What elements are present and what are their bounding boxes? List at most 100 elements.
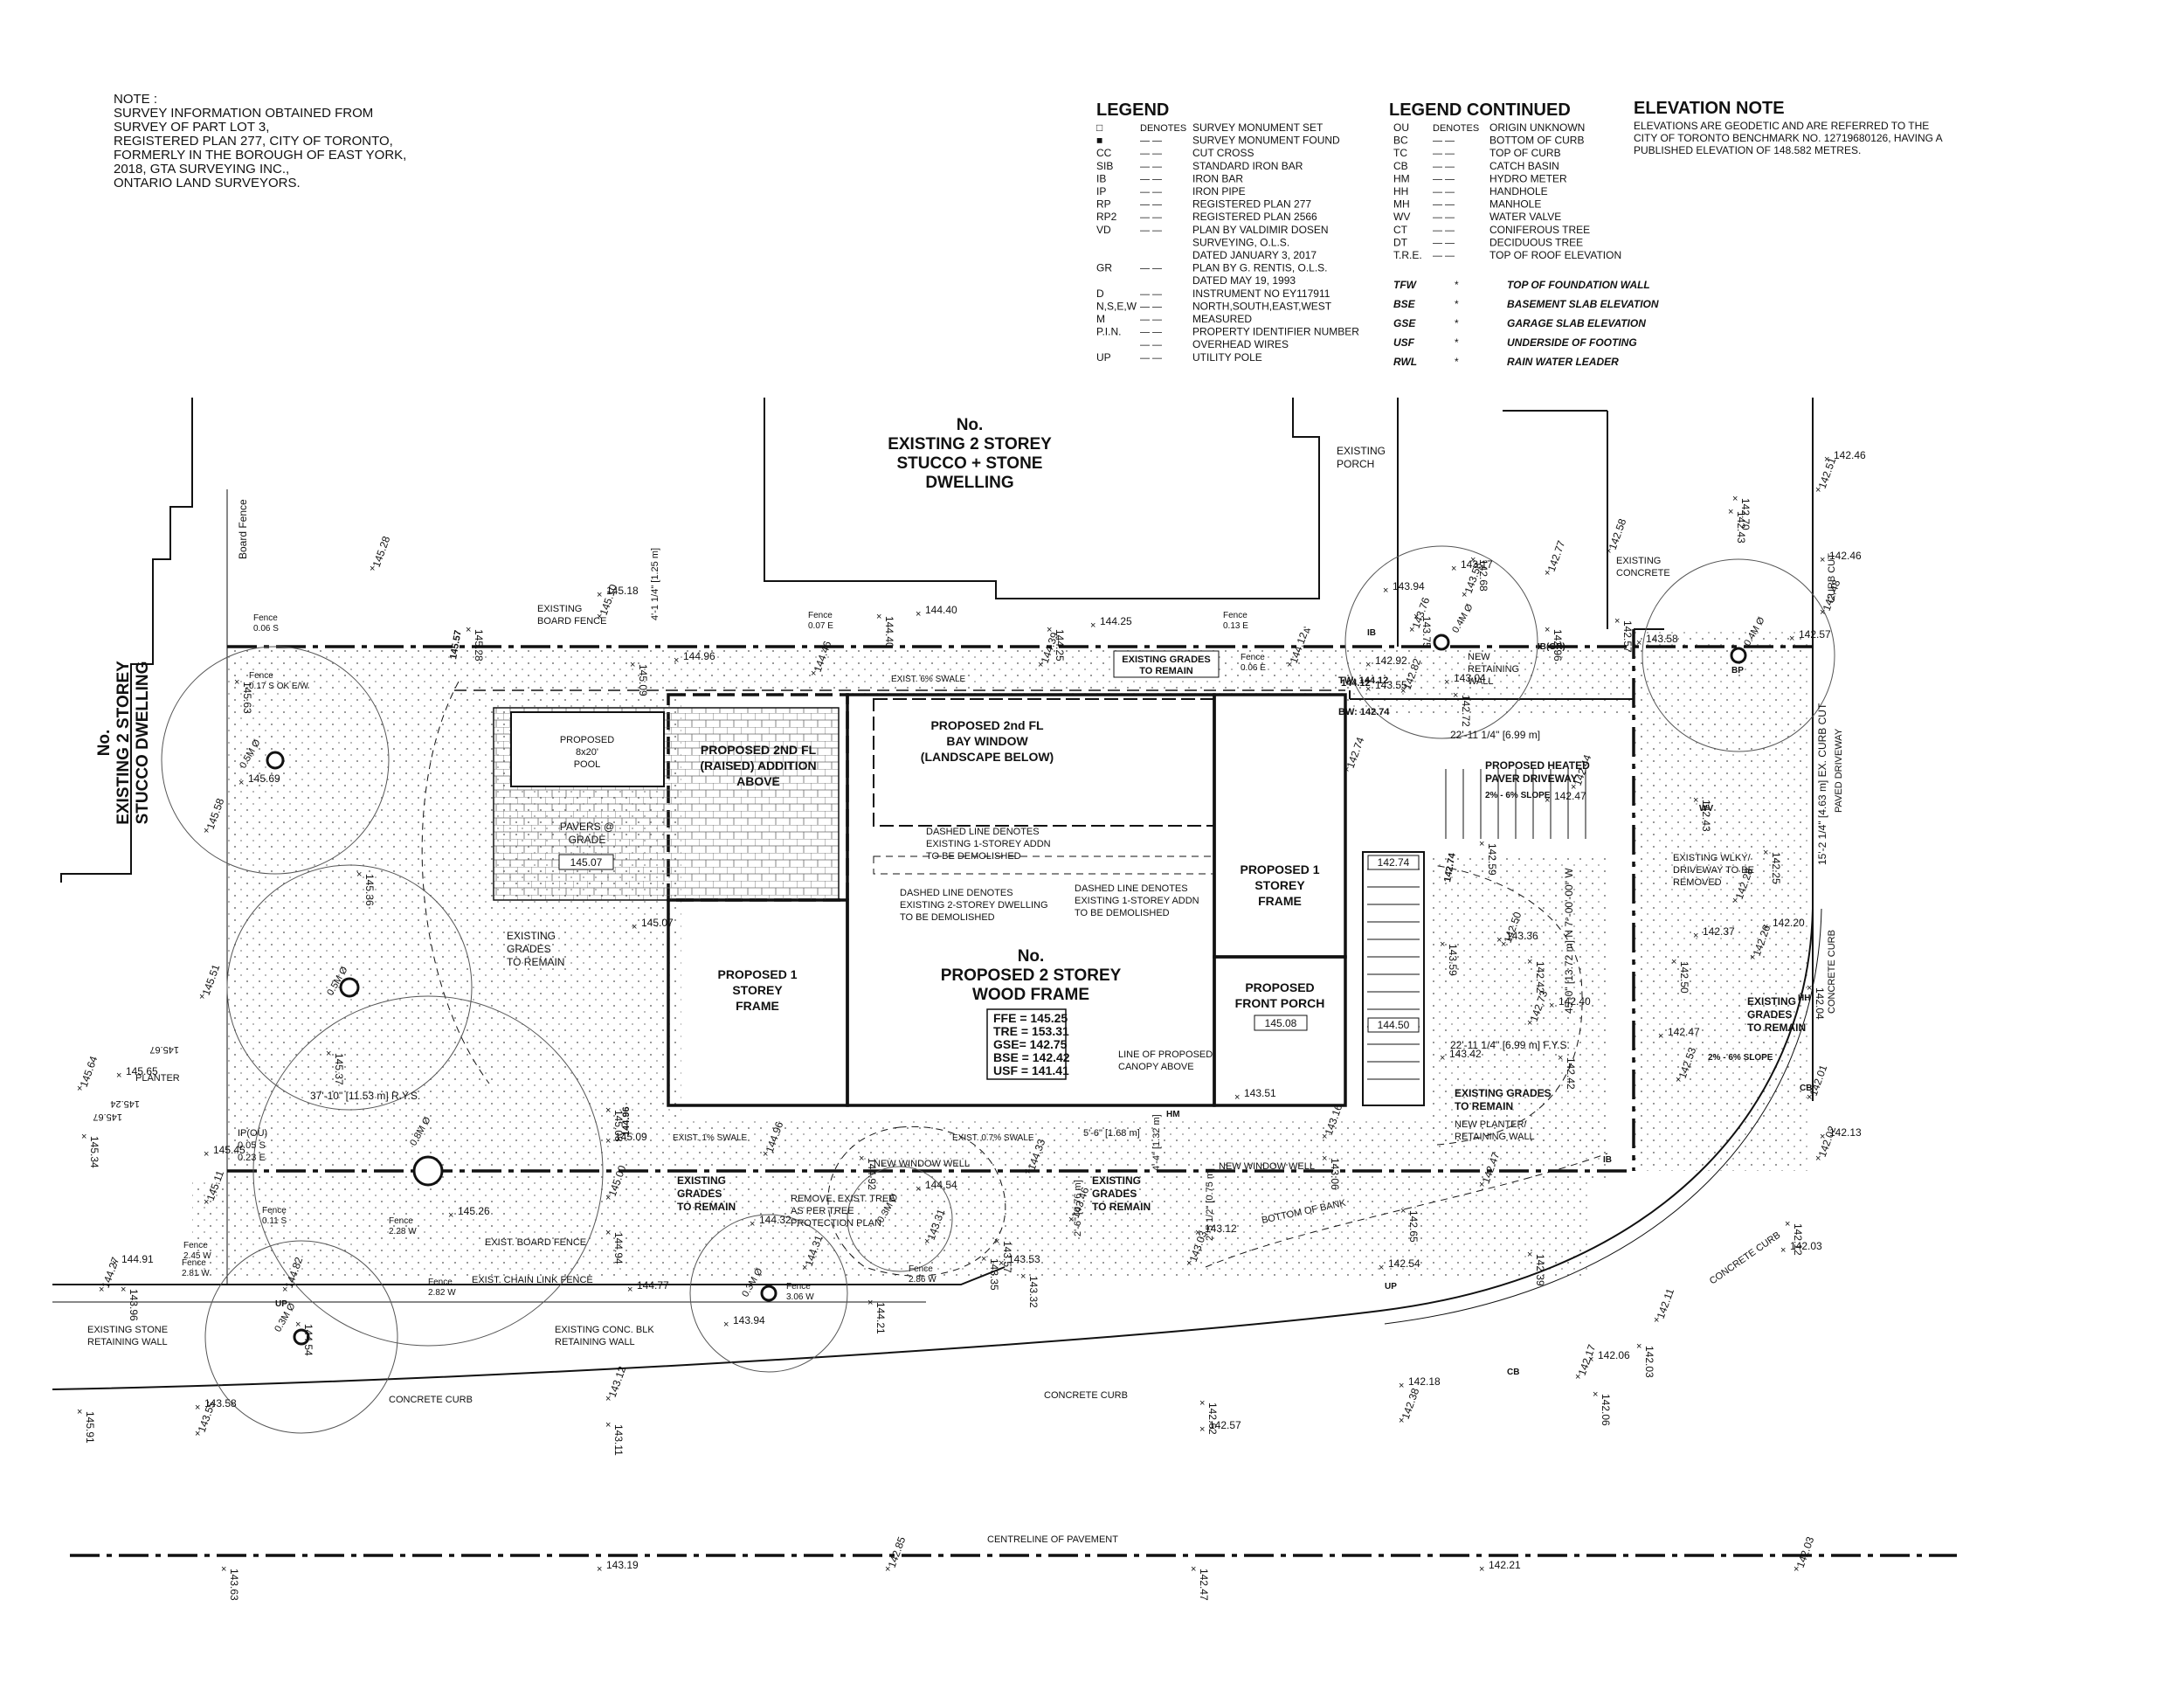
annotation-planter: NEW PLANTER/ [1455, 1119, 1527, 1130]
spot-marker: × [1676, 1075, 1681, 1085]
legend-desc: HANDHOLE [1489, 185, 1548, 197]
bay-window-label: PROPOSED 2nd FL BAY WINDOW (LANDSCAPE BE… [921, 718, 1054, 764]
annotation-fence: 2.82 W [428, 1288, 456, 1298]
label-line: PROPOSED 2nd FL [930, 718, 1044, 732]
legend-desc: DECIDUOUS TREE [1489, 236, 1583, 248]
spot-elevation: 142.20 [1773, 917, 1805, 929]
annotation-new-retaining-wall: NEW [1468, 652, 1490, 662]
legend-desc: TOP OF FOUNDATION WALL [1507, 279, 1650, 291]
spot-elevation: 142.25 [1770, 852, 1782, 884]
annotation-grades-top: EXISTING GRADES [1122, 654, 1210, 665]
spot-elevation: 142.54 [1388, 1257, 1420, 1270]
annotation-code: IB(GR) [1538, 642, 1565, 652]
spot-elevation: 143.53 [1008, 1253, 1040, 1265]
annotation-dashed1: DASHED LINE DENOTES [926, 827, 1040, 837]
annotation-walkway: DRIVEWAY TO BE [1673, 865, 1754, 876]
annotation-grades-left: GRADES [507, 943, 551, 955]
legend-desc: CUT CROSS [1192, 147, 1254, 159]
spot-marker: × [1199, 1398, 1205, 1409]
annotation-existing-board-fence: BOARD FENCE [537, 616, 606, 627]
tree-protection-zone [827, 1125, 1006, 1277]
spot-elevation: 145.26 [458, 1205, 490, 1217]
pool-label: PROPOSED 8x20' POOL [560, 735, 614, 770]
right-storey-label: PROPOSED 1 STOREY FRAME [1240, 862, 1319, 908]
annotation-swale: EXIST. 1% SWALE [673, 1133, 748, 1143]
spot-elevation: 145.64 [78, 1054, 100, 1089]
spot-marker: × [221, 1564, 226, 1575]
annotation-swale: EXIST. 0.7% SWALE [952, 1133, 1034, 1143]
annotation-boxed-elev: 145.57 [448, 629, 464, 660]
spot-marker: × [1614, 616, 1620, 627]
spot-elevation: 145.18 [606, 585, 639, 597]
annotation-fence: 0.07 E [808, 621, 833, 631]
spot-marker: × [204, 1149, 209, 1160]
spot-marker: × [1575, 1372, 1580, 1382]
legend-abbr: GR [1096, 262, 1112, 274]
spot-marker: × [1728, 507, 1733, 517]
spot-elevation: 144.77 [637, 1279, 669, 1292]
elev-text: 145.08 [1265, 1017, 1297, 1029]
annotation-fence: 0.17 S OK E/W [249, 682, 308, 691]
spot-marker: × [1558, 1053, 1563, 1063]
spot-marker: × [1399, 1416, 1404, 1426]
annotation-code: IB [1603, 1155, 1612, 1165]
spot-marker: × [1794, 1564, 1799, 1575]
legend-desc: BASEMENT SLAB ELEVATION [1507, 298, 1659, 310]
spot-marker: × [605, 1228, 611, 1238]
spot-marker: × [1820, 555, 1825, 565]
annotation-grades-bot1: TO REMAIN [677, 1201, 736, 1213]
spot-elevation: 145.28 [370, 534, 393, 569]
spot-elevation: 142.92 [1375, 654, 1407, 667]
annotation-fence: 0.06 S [253, 624, 279, 634]
legend-abbr: D [1096, 287, 1104, 300]
spot-marker: × [1824, 454, 1829, 465]
tree-canopies [161, 545, 1835, 1434]
spot-marker: × [994, 1236, 999, 1247]
legend-desc: ORIGIN UNKNOWN [1489, 121, 1585, 134]
legend-abbr: ■ [1096, 135, 1102, 147]
annotation-code: IB [1367, 628, 1376, 638]
spot-marker: × [1654, 1315, 1659, 1326]
legend-abbr: HM [1393, 172, 1410, 184]
spot-elevation: 142.37 [1703, 925, 1735, 938]
legend-desc: RAIN WATER LEADER [1507, 356, 1619, 368]
annotation-window-well: NEW WINDOW WELL [874, 1159, 970, 1169]
annotation-tree-size: 0.4M Ø [1450, 602, 1476, 635]
spot-marker: × [195, 1429, 200, 1439]
legend-desc: SURVEYING, O.L.S. [1192, 236, 1289, 248]
spot-marker: × [116, 1070, 121, 1081]
spot-elevation: 142.42 [1534, 961, 1546, 994]
tree-canopy [226, 864, 473, 1111]
elev-box [1367, 855, 1420, 870]
spot-elevation: 144.54 [925, 1179, 957, 1191]
label-line: STOREY [1254, 878, 1305, 892]
spot-elevation: 144.25 [1100, 615, 1132, 627]
north-dwelling-outline [764, 398, 1320, 599]
legend-desc: UNDERSIDE OF FOOTING [1507, 336, 1637, 349]
spot-marker: × [1807, 983, 1812, 994]
spot-marker: × [1693, 931, 1698, 941]
legend-abbr: RWL [1393, 356, 1417, 368]
elevation-note-line: CITY OF TORONTO BENCHMARK NO. 1271968012… [1634, 132, 1943, 144]
legend-abbr: VD [1096, 224, 1111, 236]
annotation-conc-blk: RETAINING WALL [555, 1337, 635, 1347]
annotation-board-fence: Board Fence [237, 499, 249, 559]
spot-elevation: 142.57 [1209, 1419, 1241, 1431]
annotation-fence: 2.86 W [909, 1275, 936, 1285]
legend-desc: PLAN BY VALDIMIR DOSEN [1192, 224, 1329, 236]
spot-marker: × [1807, 1092, 1812, 1103]
legend-abbr: □ [1096, 121, 1102, 134]
spot-marker: × [1409, 625, 1414, 635]
label-line: FRAME [1258, 894, 1302, 908]
spot-marker: × [204, 826, 209, 836]
label-line: EXISTING 2 STOREY [888, 435, 1052, 454]
spot-elevation: 142.18 [1408, 1375, 1441, 1388]
spot-marker: × [1763, 922, 1768, 932]
spot-marker: × [1780, 1245, 1786, 1256]
spot-marker: × [605, 1193, 611, 1203]
spot-elevation: 143.63 [228, 1569, 240, 1601]
stat-line: BSE = 142.42 [993, 1050, 1070, 1064]
annotation-fence: Fence [389, 1216, 413, 1226]
spot-marker: × [1365, 684, 1371, 695]
label-line: (RAISED) ADDITION [700, 758, 816, 772]
